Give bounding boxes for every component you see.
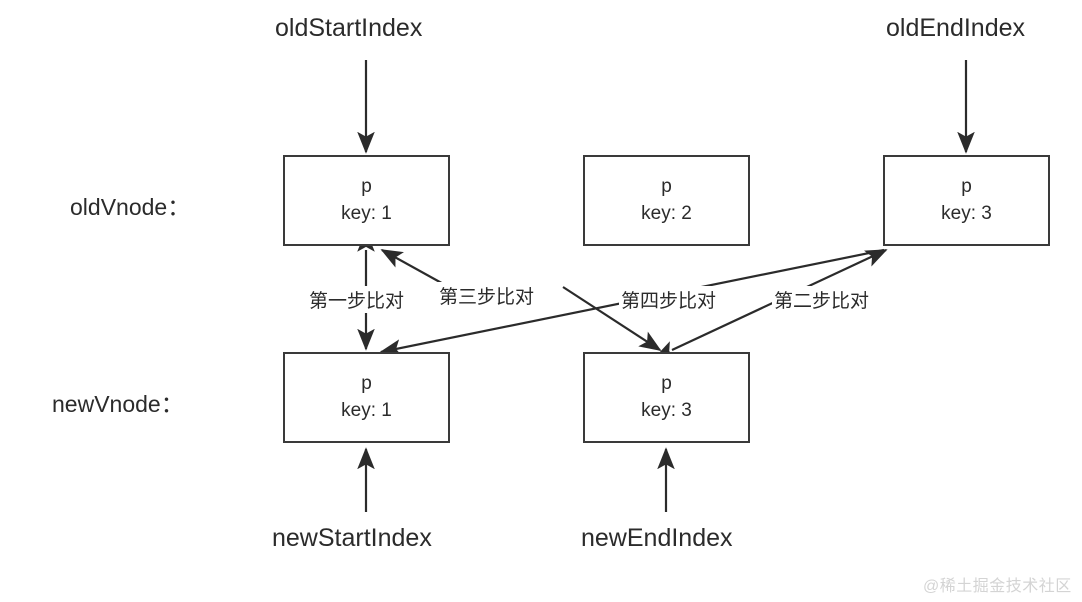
- new-vnode-key-1: key: 3: [641, 399, 692, 421]
- step-label-2: 第二步比对: [772, 286, 872, 313]
- row-label-new-vnode: newVnode：: [52, 391, 184, 417]
- new-vnode-tag-1: p: [661, 372, 672, 394]
- old-vnode-box-1[interactable]: p key: 2: [583, 155, 750, 246]
- step-label-1: 第一步比对: [307, 286, 407, 313]
- pointer-label-new-end: newEndIndex: [581, 524, 733, 552]
- site-watermark: @稀土掘金技术社区: [923, 578, 1072, 595]
- old-vnode-box-0[interactable]: p key: 1: [283, 155, 450, 246]
- new-vnode-key-0: key: 1: [341, 399, 392, 421]
- new-vnode-box-0[interactable]: p key: 1: [283, 352, 450, 443]
- old-vnode-key-1: key: 2: [641, 202, 692, 224]
- row-label-old-vnode: oldVnode：: [70, 194, 191, 220]
- old-vnode-tag-2: p: [961, 175, 972, 197]
- new-vnode-box-1[interactable]: p key: 3: [583, 352, 750, 443]
- old-vnode-key-0: key: 1: [341, 202, 392, 224]
- step-3-connector: [380, 249, 448, 287]
- step-label-3: 第三步比对: [437, 282, 537, 309]
- new-vnode-tag-0: p: [361, 372, 372, 394]
- old-vnode-box-2[interactable]: p key: 3: [883, 155, 1050, 246]
- old-vnode-tag-1: p: [661, 175, 672, 197]
- pointer-label-old-end: oldEndIndex: [886, 14, 1026, 42]
- pointer-label-old-start: oldStartIndex: [275, 14, 423, 42]
- old-vnode-key-2: key: 3: [941, 202, 992, 224]
- old-vnode-tag-0: p: [361, 175, 372, 197]
- step-label-4: 第四步比对: [619, 286, 719, 313]
- pointer-label-new-start: newStartIndex: [272, 524, 432, 552]
